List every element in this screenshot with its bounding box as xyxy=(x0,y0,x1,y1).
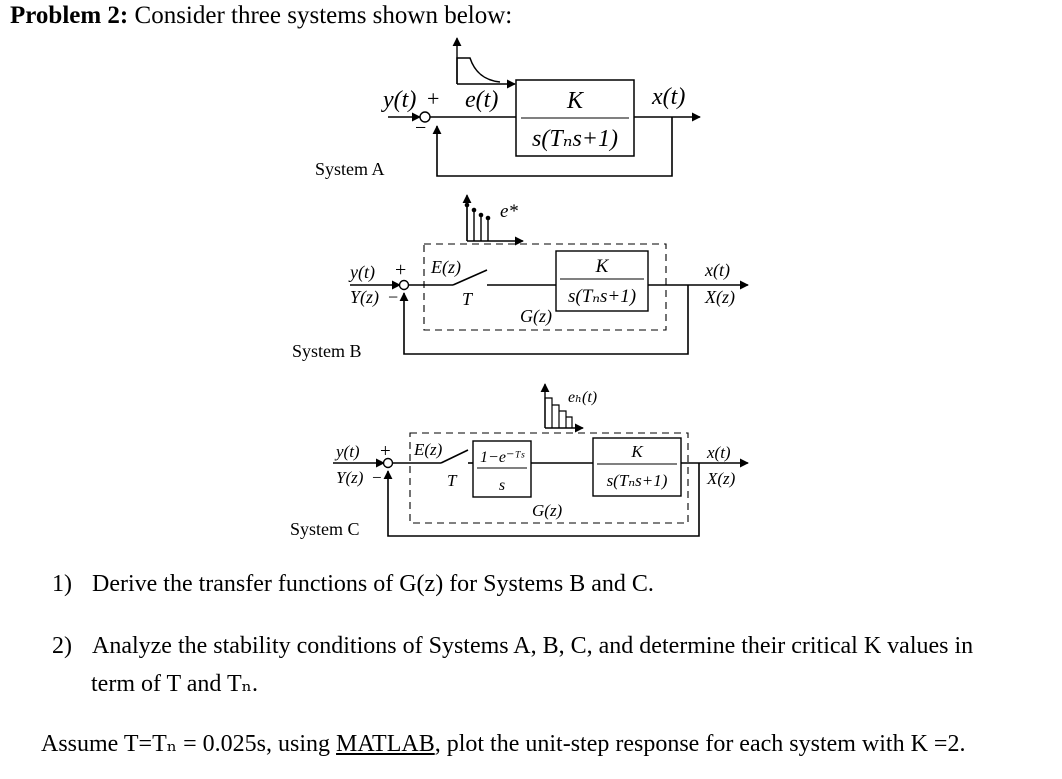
question-2-continuation: term of T and Tₙ. xyxy=(91,671,259,697)
sys-b-plant-block xyxy=(555,250,649,312)
sys-c-plus-sign: + xyxy=(380,441,391,462)
question-1-number: 1) xyxy=(52,571,72,597)
sys-c-input-z-label: Y(z) xyxy=(336,468,364,487)
sys-c-plant-block xyxy=(592,437,682,497)
sys-a-output-label: x(t) xyxy=(651,84,685,110)
sys-b-input-label: y(t) xyxy=(348,262,375,283)
system-c: 1−e⁻ᵀˢ s K s(Tₙs+1) eₕ(t) y(t) + Y(z) − … xyxy=(290,383,749,539)
sys-c-gz-boundary xyxy=(409,432,689,524)
sys-c-zoh-denominator: s xyxy=(499,477,505,494)
sys-c-sampling-period: T xyxy=(447,471,458,490)
sys-c-sampler-switch xyxy=(440,449,469,464)
sys-c-hold-label: eₕ(t) xyxy=(568,389,597,406)
assumption-after: , plot the unit-step response for each s… xyxy=(434,731,966,757)
sys-c-gz-label: G(z) xyxy=(532,501,563,520)
system-a: K s(Tₙs+1) y(t) + − e(t) x(t) System A xyxy=(315,37,701,179)
sys-c-hold-signal-icon xyxy=(540,383,584,433)
sys-c-block-numerator: K xyxy=(630,442,644,461)
sys-b-sampled-signal-icon xyxy=(462,194,524,246)
sys-b-plus-sign: + xyxy=(395,259,406,281)
sys-a-block-denominator: s(Tₙs+1) xyxy=(532,126,618,152)
sys-a-input-label: y(t) xyxy=(381,87,416,113)
sys-b-sample-label: e* xyxy=(500,201,518,222)
sys-a-plus-sign: + xyxy=(427,86,439,111)
sys-b-sampling-period: T xyxy=(462,289,474,309)
sys-b-error-z-label: E(z) xyxy=(430,257,461,278)
question-2-number: 2) xyxy=(52,633,72,659)
sys-a-block-numerator: K xyxy=(566,88,585,114)
sys-b-minus-sign: − xyxy=(388,287,398,307)
sys-c-minus-sign: − xyxy=(372,468,382,487)
sys-c-output-label: x(t) xyxy=(706,443,731,462)
sys-b-gz-boundary xyxy=(423,243,667,331)
sys-a-error-label: e(t) xyxy=(465,87,498,113)
sys-b-input-z-label: Y(z) xyxy=(350,287,379,308)
assumption-before: Assume T=Tₙ = 0.025s, using xyxy=(41,731,337,757)
sys-a-minus-sign: − xyxy=(415,117,426,139)
assumption-line: Assume T=Tₙ = 0.025s, using MATLAB, plot… xyxy=(41,729,965,758)
sys-c-block-denominator: s(Tₙs+1) xyxy=(607,471,668,490)
sys-a-error-signal-icon xyxy=(452,37,516,89)
sys-c-zoh-numerator: 1−e⁻ᵀˢ xyxy=(480,449,525,466)
sys-b-sampler-switch xyxy=(452,269,488,286)
sys-c-error-z-label: E(z) xyxy=(413,440,443,459)
sys-b-output-z-label: X(z) xyxy=(704,287,735,308)
sys-b-output-label: x(t) xyxy=(704,260,730,281)
problem-label: Problem 2: xyxy=(10,2,129,29)
block-diagrams: K s(Tₙs+1) y(t) + − e(t) x(t) System A K… xyxy=(290,37,749,539)
sys-a-name: System A xyxy=(315,159,385,179)
sys-c-name: System C xyxy=(290,519,360,539)
problem-intro: Consider three systems shown below: xyxy=(134,2,513,29)
sys-a-feedback-path xyxy=(432,117,673,177)
problem-heading: Problem 2: Consider three systems shown … xyxy=(10,2,512,30)
sys-c-zoh-block xyxy=(472,440,532,498)
question-1: 1) Derive the transfer functions of G(z) … xyxy=(52,571,654,598)
sys-a-plant-block xyxy=(515,79,635,157)
sys-c-output-z-label: X(z) xyxy=(706,469,736,488)
sys-c-feedback-path xyxy=(383,463,700,537)
question-2: 2) Analyze the stability conditions of Sy… xyxy=(52,633,973,660)
sys-b-name: System B xyxy=(292,341,362,361)
sys-c-input-label: y(t) xyxy=(334,442,360,461)
matlab-link[interactable]: MATLAB xyxy=(336,731,435,757)
sys-b-feedback-path xyxy=(399,285,689,355)
system-b: K s(Tₙs+1) e* y(t) + Y(z) − E(z) T G(z) … xyxy=(292,194,749,361)
sys-b-block-denominator: s(Tₙs+1) xyxy=(568,286,636,307)
question-1-text: Derive the transfer functions of G(z) fo… xyxy=(92,571,654,597)
sys-b-summing-junction xyxy=(398,279,410,291)
sys-b-gz-label: G(z) xyxy=(520,306,552,327)
sys-b-block-numerator: K xyxy=(595,256,610,277)
question-2-text: Analyze the stability conditions of Syst… xyxy=(92,633,974,659)
